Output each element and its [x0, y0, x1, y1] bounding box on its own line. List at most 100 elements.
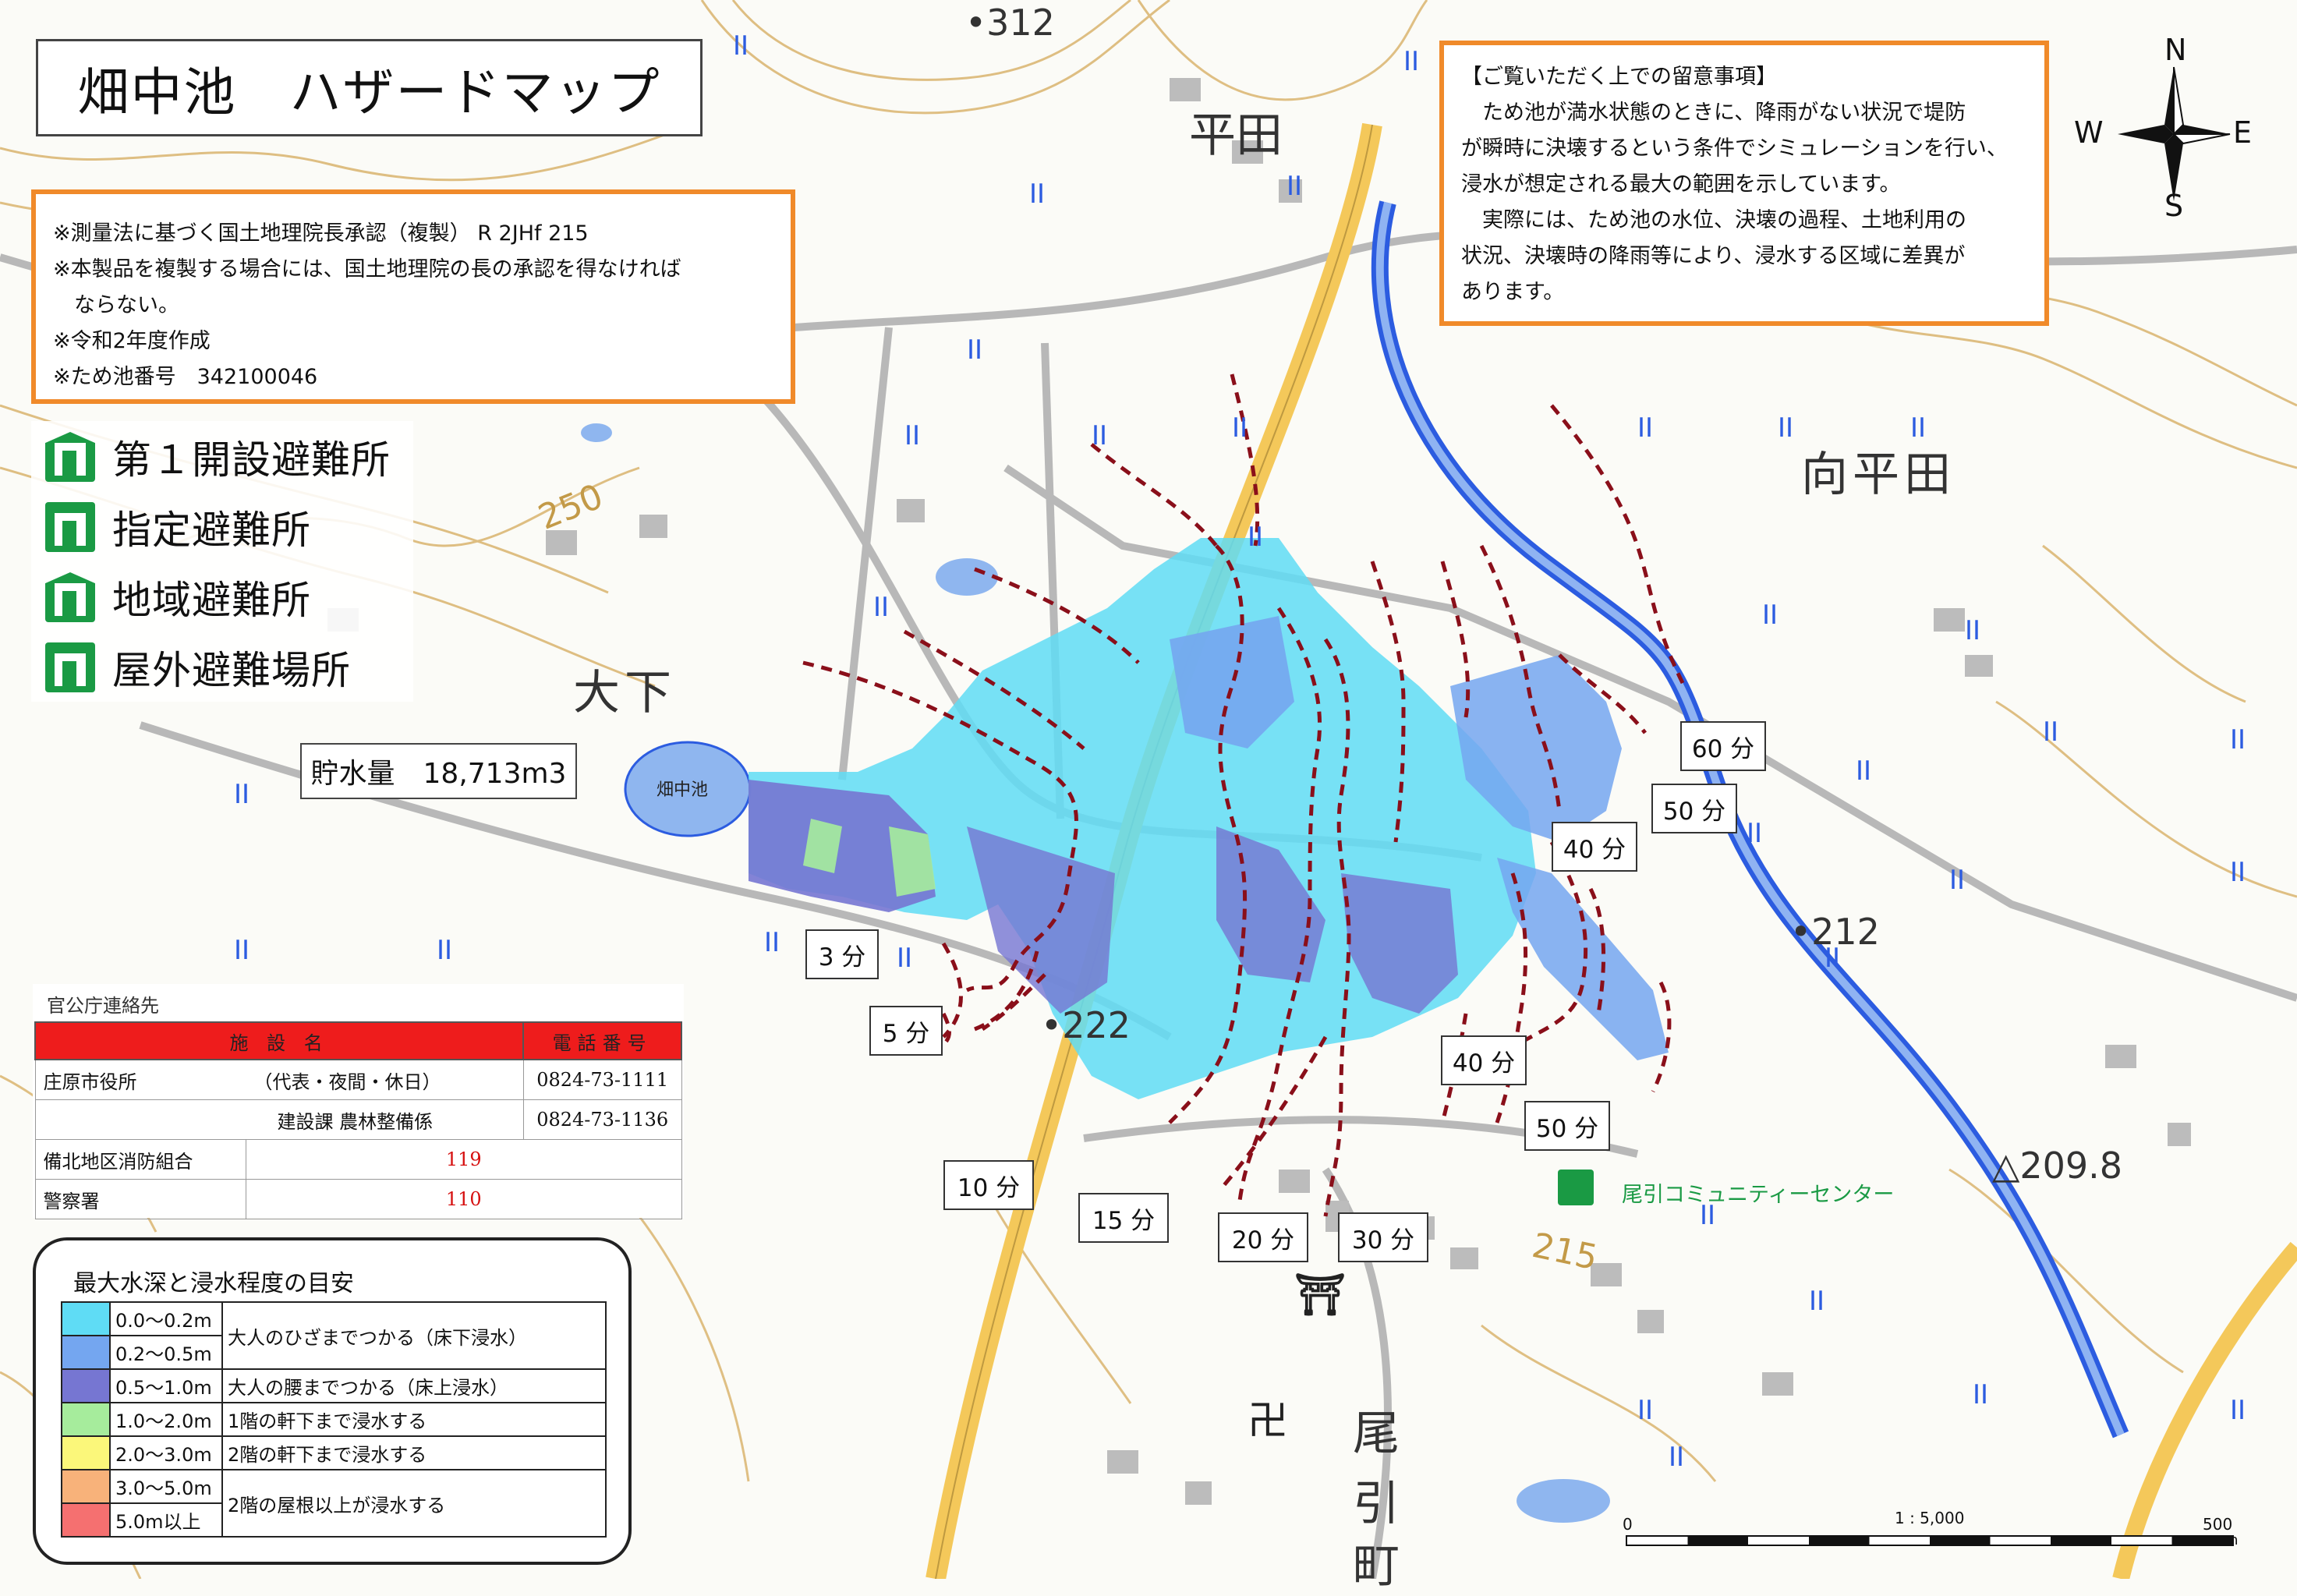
- depth-row: 0.0～0.2m 大人のひざまでつかる（床下浸水）: [61, 1301, 607, 1370]
- table-row: 備北地区消防組合 119: [34, 1139, 682, 1180]
- notice-line: ならない。: [53, 293, 179, 317]
- caution-line: 状況、決壊時の降雨等により、浸水する区域に差異が: [1461, 244, 1966, 268]
- place-name-hirata: 平田: [1189, 108, 1283, 163]
- contact-name: 庄原市役所: [34, 1059, 246, 1100]
- svg-text:II: II: [1949, 865, 1965, 896]
- elevation-222-value: 222: [1062, 1004, 1131, 1046]
- contact-title: 官公庁連絡先: [47, 995, 159, 1017]
- community-center-label: 尾引コミュニティーセンター: [1622, 1183, 1895, 1207]
- svg-text:II: II: [1973, 1379, 1988, 1410]
- contact-tel: 110: [246, 1179, 682, 1219]
- notice-line: ※本製品を複製する場合には、国土地理院の長の承認を得なければ: [53, 257, 681, 281]
- depth-row: 5.0m以上: [61, 1502, 606, 1538]
- depth-legend: 最大水深と浸水程度の目安 0.0～0.2m 大人のひざまでつかる（床下浸水） 0…: [33, 1237, 632, 1565]
- time-label-60min: 60 分: [1680, 721, 1766, 771]
- table-row: 建設課 農林整備係 0824-73-1136: [34, 1099, 682, 1140]
- contact-header-row: 施 設 名 電話番号: [34, 1021, 682, 1060]
- svg-text:II: II: [764, 927, 780, 958]
- svg-text:II: II: [873, 592, 889, 623]
- notice-line: ※ため池番号 342100046: [53, 365, 318, 389]
- scale-start: 0: [1623, 1515, 1633, 1534]
- notice-line: ※令和2年度作成: [53, 329, 211, 353]
- time-label-50min-south: 50 分: [1524, 1101, 1610, 1151]
- depth-swatch: [61, 1502, 111, 1538]
- compass-n: N: [2164, 33, 2187, 67]
- time-label-40min-north: 40 分: [1552, 822, 1637, 872]
- shelter-legend: 第１開設避難所 指定避難所 地域避難所 屋外避難場所: [31, 421, 413, 702]
- svg-text:II: II: [1856, 756, 1871, 787]
- svg-text:II: II: [1825, 943, 1840, 974]
- place-name-obiki-2: 引: [1353, 1477, 1400, 1531]
- svg-text:II: II: [1287, 171, 1302, 202]
- time-label-3min: 3 分: [805, 929, 879, 979]
- depth-range: 0.0～0.2m: [109, 1301, 223, 1336]
- depth-row: 2.0～3.0m 2階の軒下まで浸水する: [61, 1435, 607, 1470]
- map-title-text: 畑中池 ハザードマップ: [77, 62, 661, 122]
- contact-name: [34, 1099, 246, 1140]
- svg-text:II: II: [1700, 1200, 1715, 1231]
- depth-legend-title: 最大水深と浸水程度の目安: [73, 1270, 354, 1297]
- depth-range: 3.0～5.0m: [109, 1469, 223, 1504]
- scale-bar-graphic: [1626, 1535, 2234, 1546]
- map-title: 畑中池 ハザードマップ: [36, 39, 703, 136]
- legend-shelter-local-label: 地域避難所: [112, 578, 311, 623]
- legend-shelter-open: 第１開設避難所: [45, 429, 391, 485]
- svg-text:II: II: [2230, 1395, 2246, 1426]
- depth-row: 0.2～0.5m: [61, 1335, 606, 1370]
- place-name-obiki-1: 尾: [1353, 1407, 1400, 1461]
- table-row: 庄原市役所 （代表・夜間・休日） 0824-73-1111: [34, 1059, 682, 1100]
- svg-text:II: II: [1910, 412, 1926, 444]
- svg-text:II: II: [2230, 857, 2246, 888]
- svg-text:II: II: [1669, 1442, 1684, 1473]
- depth-swatch: [61, 1435, 111, 1470]
- community-center-shelter-icon: [1558, 1170, 1594, 1205]
- depth-swatch: [61, 1301, 111, 1336]
- table-row: 警察署 110: [34, 1179, 682, 1219]
- svg-text:II: II: [234, 935, 250, 966]
- caution-line: 浸水が想定される最大の範囲を示しています。: [1461, 172, 1901, 196]
- svg-text:II: II: [1762, 600, 1778, 631]
- depth-range: 0.2～0.5m: [109, 1335, 223, 1370]
- depth-legend-table: 0.0～0.2m 大人のひざまでつかる（床下浸水） 0.2～0.5m 0.5～1…: [61, 1301, 607, 1538]
- depth-row: 3.0～5.0m 2階の屋根以上が浸水する: [61, 1469, 607, 1538]
- svg-text:II: II: [897, 943, 912, 974]
- scale-bar: 1 : 5,000 0 500 m: [1623, 1509, 2239, 1555]
- elevation-312: •312: [965, 2, 1055, 44]
- svg-text:II: II: [2043, 717, 2058, 748]
- contact-tel: 0824-73-1136: [522, 1099, 682, 1140]
- compass-icon: [2118, 66, 2231, 201]
- place-name-oshimo: 大下: [573, 666, 676, 720]
- depth-row: 0.5～1.0m 大人の腰までつかる（床上浸水）: [61, 1368, 607, 1403]
- contact-table: 施 設 名 電話番号 庄原市役所 （代表・夜間・休日） 0824-73-1111…: [34, 1021, 682, 1219]
- storage-volume-text: 貯水量 18,713m3: [310, 758, 567, 790]
- caution-line: が瞬時に決壊するという条件でシミュレーションを行い、: [1461, 136, 2008, 161]
- storage-volume: 貯水量 18,713m3: [300, 743, 577, 799]
- depth-desc: 大人のひざまでつかる（床下浸水）: [221, 1301, 607, 1370]
- place-name-mukaihirata: 向平田: [1801, 448, 1955, 502]
- depth-desc: 大人の腰までつかる（床上浸水）: [221, 1368, 607, 1403]
- contact-header-facility: 施 設 名: [34, 1021, 525, 1060]
- depth-range: 1.0～2.0m: [109, 1402, 223, 1437]
- contact-note: （代表・夜間・休日）: [246, 1059, 524, 1100]
- legend-shelter-designated-label: 指定避難所: [112, 508, 311, 553]
- caution-line: 実際には、ため池の水位、決壊の過程、土地利用の: [1461, 208, 1966, 232]
- svg-text:II: II: [733, 30, 749, 62]
- contact-tel: 0824-73-1111: [522, 1059, 682, 1100]
- legend-shelter-local: 地域避難所: [45, 569, 311, 625]
- shelter-open-icon: [45, 432, 95, 482]
- svg-text:II: II: [1637, 1395, 1653, 1426]
- depth-swatch: [61, 1402, 111, 1437]
- depth-swatch: [61, 1335, 111, 1370]
- caution-line: あります。: [1461, 280, 1565, 304]
- legend-outdoor-evacuation: 屋外避難場所: [45, 639, 351, 695]
- time-label-50min-north: 50 分: [1651, 784, 1737, 833]
- contact-tel: 119: [246, 1139, 682, 1180]
- depth-range: 5.0m以上: [109, 1502, 223, 1538]
- shelter-designated-icon: [45, 502, 95, 552]
- svg-text:II: II: [234, 779, 250, 810]
- elevation-222: •222: [1041, 1004, 1131, 1046]
- outdoor-evacuation-icon: [45, 642, 95, 692]
- shelter-local-icon: [45, 572, 95, 622]
- time-label-30min: 30 分: [1338, 1212, 1428, 1262]
